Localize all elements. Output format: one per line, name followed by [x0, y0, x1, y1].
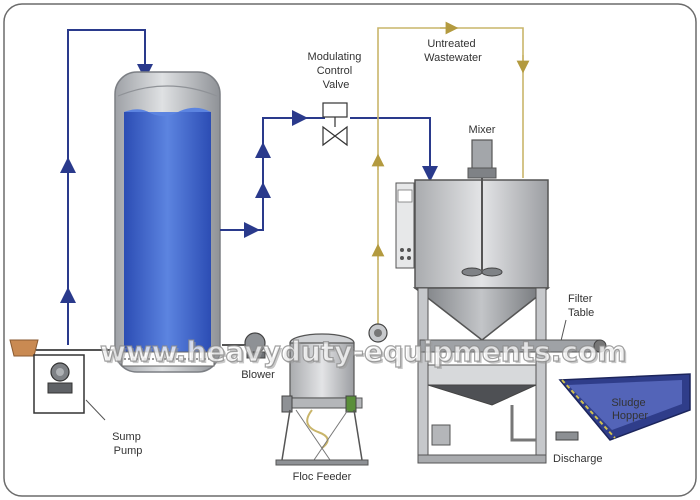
sump-pump	[9, 339, 115, 414]
return-pipe	[60, 29, 153, 345]
modulating-control-valve[interactable]	[322, 102, 348, 147]
watermark-shadow: www.heavyduty-equipments.com	[102, 337, 628, 370]
sump-pump-label: Sump Pump	[112, 431, 144, 457]
untreated-pipe	[371, 21, 530, 330]
mixer[interactable]	[461, 139, 503, 277]
blower-label: Blower	[241, 369, 275, 381]
modulating-valve-label: Modulating Control Valve	[308, 51, 365, 91]
floc-feeder	[275, 333, 369, 466]
blower	[222, 332, 266, 359]
sump-pump-pointer	[85, 399, 106, 421]
sludge-hopper	[558, 373, 691, 441]
floc-feeder-label: Floc Feeder	[293, 471, 352, 483]
column-tank	[114, 71, 221, 373]
discharge-label: Discharge	[553, 453, 603, 465]
watermark: www.heavyduty-equipments.com	[100, 335, 626, 368]
water-column	[124, 112, 211, 352]
untreated-label: Untreated Wastewater	[424, 38, 482, 64]
diagram-border	[3, 3, 697, 497]
mixer-label: Mixer	[469, 124, 496, 136]
sludge-hopper-label: Sludge Hopper	[611, 397, 648, 422]
discharge-valve	[555, 431, 579, 441]
filter-table-label: Filter Table	[568, 293, 596, 319]
outlet-pipe	[220, 110, 438, 238]
transfer-pump	[368, 323, 388, 343]
filter-table	[419, 339, 607, 353]
